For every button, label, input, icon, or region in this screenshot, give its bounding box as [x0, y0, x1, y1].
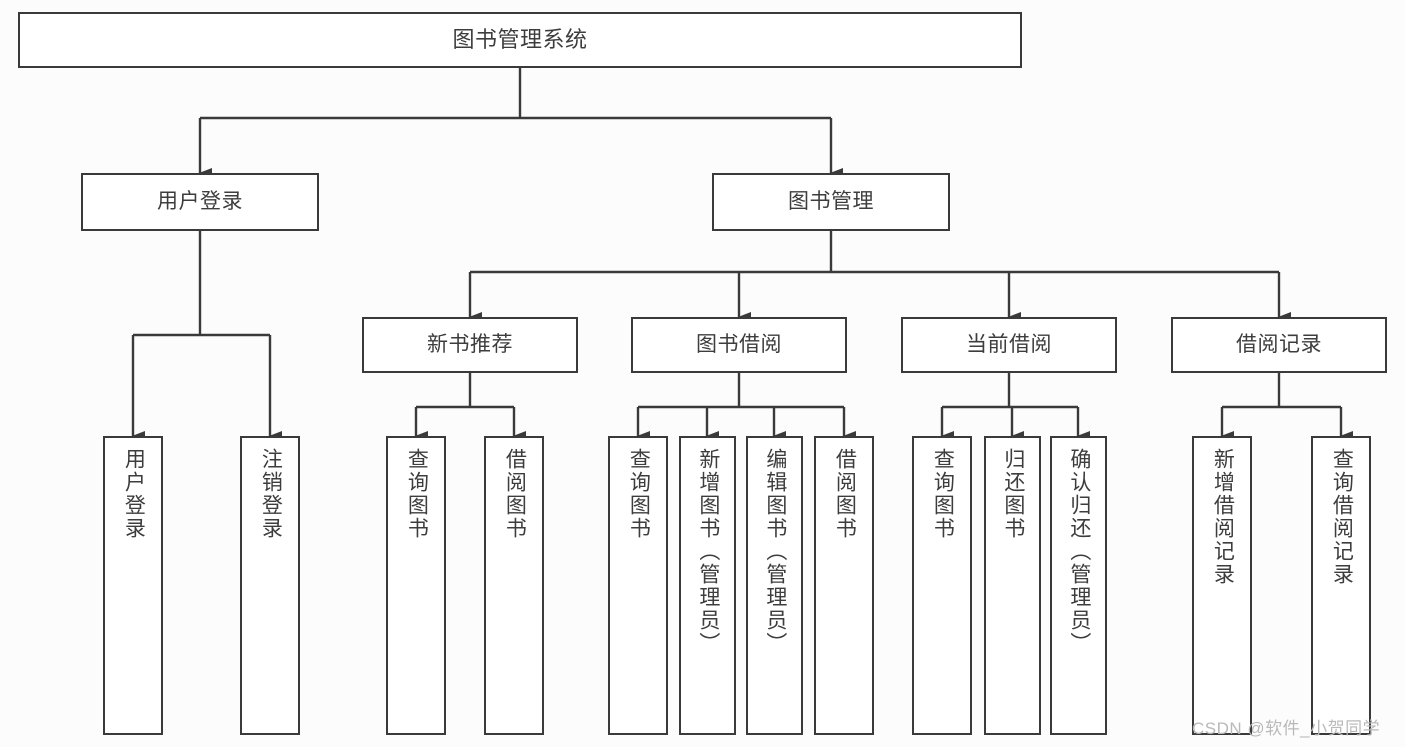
- node-leaf-add-record[interactable]: 新增借阅记录: [1192, 436, 1252, 735]
- node-new-book-rec[interactable]: 新书推荐: [362, 317, 578, 373]
- watermark-text: CSDN @软件_小贺同学: [1192, 719, 1381, 738]
- node-leaf-return-book[interactable]: 归还图书: [984, 436, 1041, 735]
- node-leaf-user-login-label: 用户登录: [122, 448, 146, 540]
- node-leaf-confirm-return[interactable]: 确认归还（管理员）: [1050, 436, 1107, 735]
- node-leaf-confirm-return-label: 确认归还（管理员）: [1067, 448, 1091, 655]
- node-leaf-query-book-1[interactable]: 查询图书: [386, 436, 446, 735]
- node-leaf-borrow-book-1[interactable]: 借阅图书: [484, 436, 544, 735]
- node-leaf-borrow-book-1-label: 借阅图书: [503, 448, 527, 540]
- node-user-login[interactable]: 用户登录: [81, 173, 319, 231]
- node-leaf-add-book-label: 新增图书（管理员）: [696, 448, 720, 655]
- node-current-borrow-label: 当前借阅: [966, 332, 1052, 356]
- node-root-label: 图书管理系统: [452, 27, 588, 53]
- node-leaf-logout-label: 注销登录: [259, 448, 283, 540]
- node-leaf-user-login[interactable]: 用户登录: [103, 436, 163, 735]
- node-book-manage[interactable]: 图书管理: [712, 173, 950, 231]
- node-user-login-label: 用户登录: [157, 189, 243, 213]
- node-new-book-rec-label: 新书推荐: [427, 332, 513, 356]
- node-leaf-query-record-label: 查询借阅记录: [1330, 448, 1354, 586]
- node-current-borrow[interactable]: 当前借阅: [901, 317, 1117, 373]
- node-leaf-query-book-2[interactable]: 查询图书: [608, 436, 668, 735]
- node-leaf-edit-book[interactable]: 编辑图书（管理员）: [746, 436, 803, 735]
- node-borrow-record[interactable]: 借阅记录: [1171, 317, 1387, 373]
- node-leaf-add-record-label: 新增借阅记录: [1211, 448, 1235, 586]
- node-root[interactable]: 图书管理系统: [18, 12, 1022, 68]
- node-borrow-record-label: 借阅记录: [1236, 332, 1322, 356]
- node-leaf-borrow-book-2[interactable]: 借阅图书: [814, 436, 874, 735]
- node-leaf-query-book-2-label: 查询图书: [627, 448, 651, 540]
- node-leaf-logout[interactable]: 注销登录: [240, 436, 300, 735]
- node-book-borrow-label: 图书借阅: [696, 332, 782, 356]
- node-leaf-borrow-book-2-label: 借阅图书: [833, 448, 857, 540]
- node-leaf-query-book-1-label: 查询图书: [405, 448, 429, 540]
- node-leaf-edit-book-label: 编辑图书（管理员）: [763, 448, 787, 655]
- node-book-manage-label: 图书管理: [788, 189, 874, 213]
- node-leaf-query-record[interactable]: 查询借阅记录: [1311, 436, 1371, 735]
- node-book-borrow[interactable]: 图书借阅: [631, 317, 847, 373]
- node-leaf-return-book-label: 归还图书: [1001, 448, 1025, 540]
- node-leaf-query-book-3-label: 查询图书: [931, 448, 955, 540]
- node-leaf-add-book[interactable]: 新增图书（管理员）: [679, 436, 736, 735]
- node-leaf-query-book-3[interactable]: 查询图书: [912, 436, 972, 735]
